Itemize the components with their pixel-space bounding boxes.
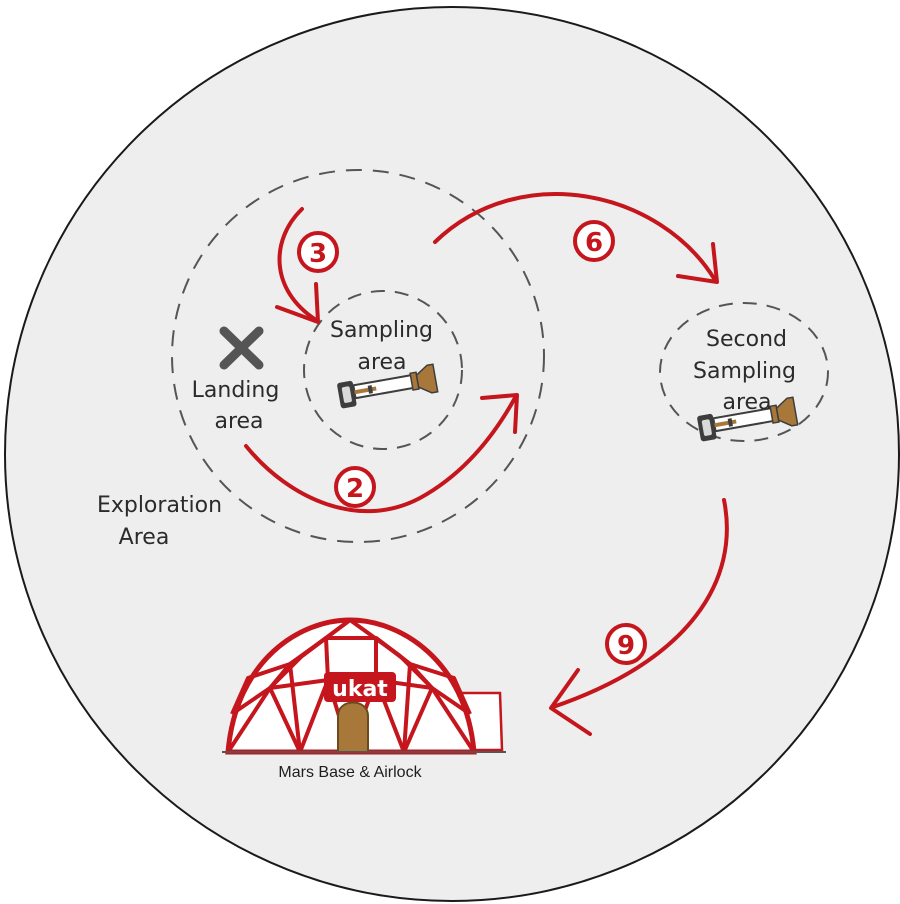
base-logo: ukat (332, 677, 388, 702)
svg-text:3: 3 (309, 239, 327, 269)
svg-text:2: 2 (346, 474, 364, 504)
arrowhead-step-2 (480, 393, 519, 434)
step-badge-6: 6 (573, 220, 615, 262)
geodesic-dome-icon (222, 617, 506, 755)
exploration-area-label: Exploration Area (97, 493, 229, 550)
x-mark-icon (219, 326, 264, 370)
mars-base-label: Mars Base & Airlock (278, 764, 422, 781)
sampling-area-label: Sampling area (330, 318, 440, 375)
sampling-area-boundary (303, 290, 463, 450)
map-disc (4, 6, 900, 902)
arrowhead-step-9 (549, 668, 592, 736)
route-arrow-step-2 (244, 394, 518, 514)
route-arrow-step-3 (277, 207, 318, 322)
step-badge-3: 3 (297, 231, 339, 273)
second-sampling-area-label: Second Sampling area (693, 327, 803, 415)
route-arrow-step-6 (433, 192, 717, 282)
svg-text:6: 6 (585, 228, 603, 258)
step-badge-2: 2 (334, 466, 376, 508)
landing-area-label: Landing area (192, 378, 287, 434)
step-badge-9: 9 (605, 623, 647, 665)
arrowhead-step-6 (676, 242, 719, 284)
second-sampling-area-boundary (659, 302, 829, 442)
arrowhead-step-3 (275, 282, 320, 324)
svg-text:9: 9 (617, 631, 635, 661)
exploration-area-boundary (171, 169, 545, 543)
route-arrow-step-9 (551, 498, 729, 709)
